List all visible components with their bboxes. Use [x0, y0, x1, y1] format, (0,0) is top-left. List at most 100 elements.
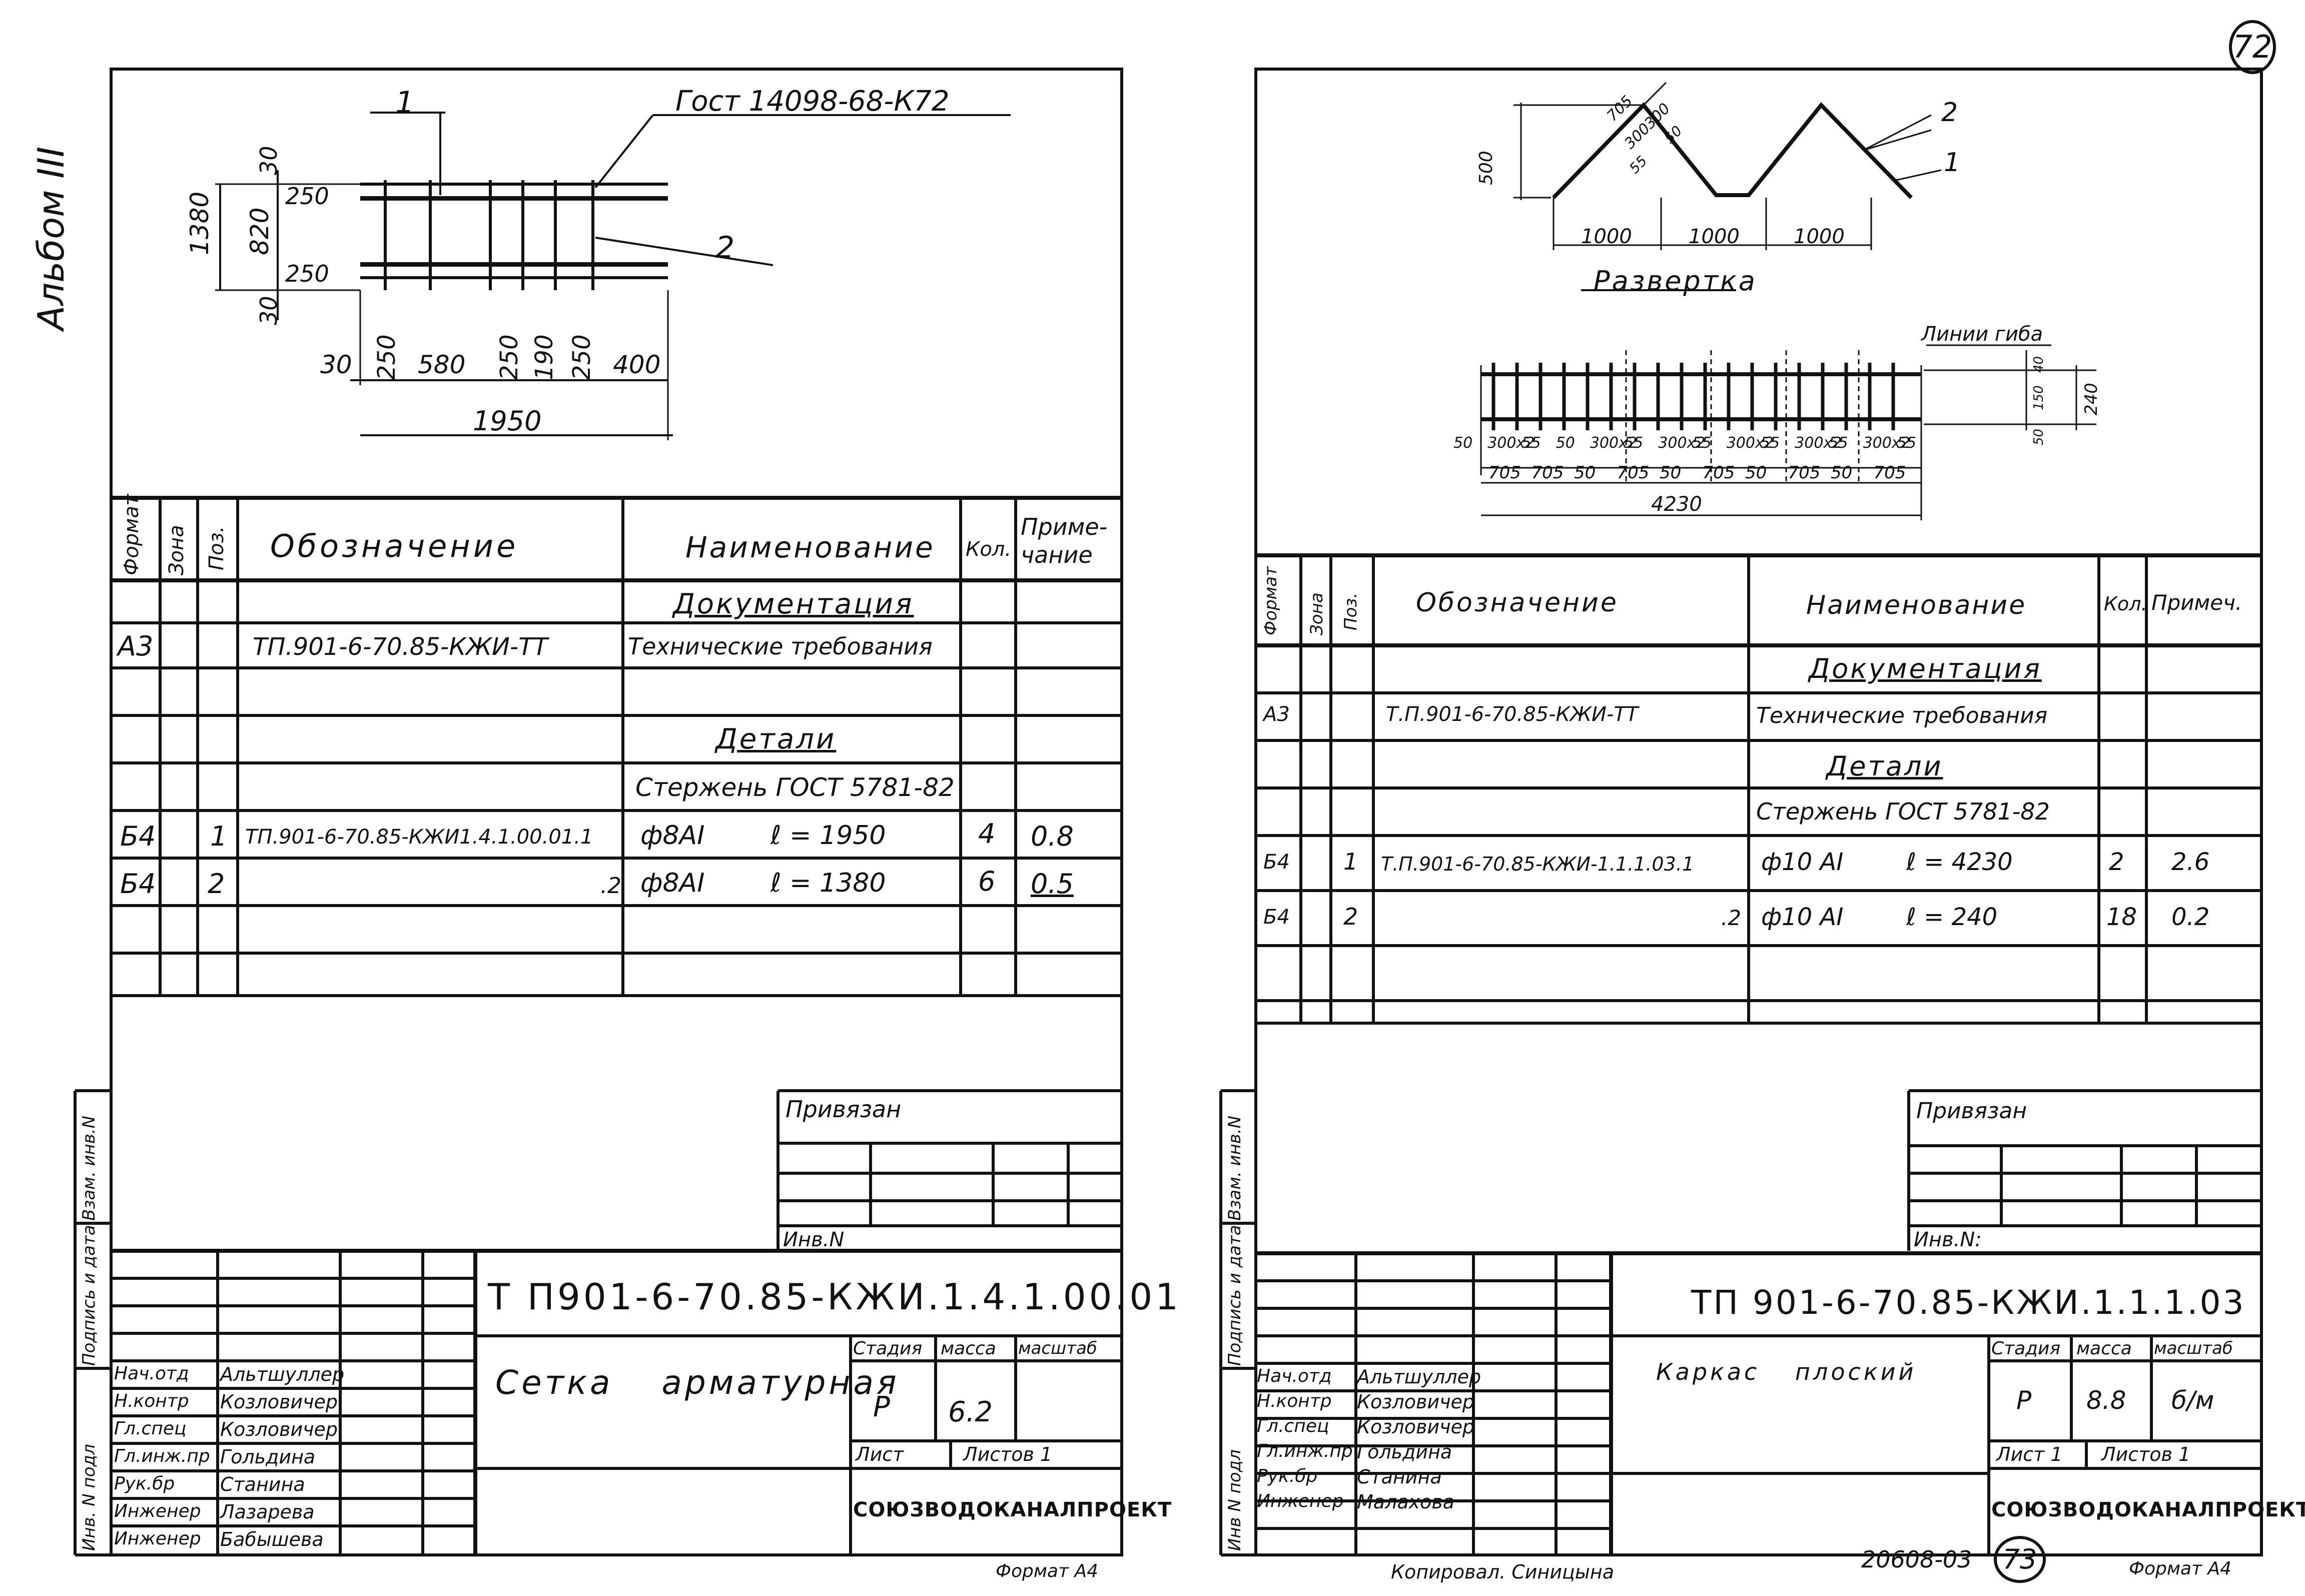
- r-mass-value: 8.8: [2086, 1386, 2126, 1415]
- r-title-text: Каркас плоский: [1656, 1358, 1917, 1385]
- r-staff-role: Гл.спец: [1257, 1416, 1329, 1436]
- dim-label: 705: [1488, 463, 1521, 483]
- r-staff-role: Инженер: [1257, 1491, 1344, 1511]
- row2-format: Б4: [120, 868, 156, 900]
- r-privyazan-label: Привязан: [1916, 1098, 2027, 1124]
- r-header-qty: Кол.: [2104, 593, 2147, 615]
- r-row1-designation: Т.П.901-6-70.85-КЖИ-1.1.1.03.1: [1381, 853, 1694, 875]
- staff-name: Лазарева: [220, 1501, 315, 1523]
- staff-name: Козловичер: [220, 1391, 338, 1413]
- r-section-parts: Детали: [1826, 750, 1943, 782]
- row1-pos: 1: [210, 821, 228, 852]
- r-row2-pos: 2: [1343, 903, 1358, 930]
- r-dim-side-40: 40: [2031, 356, 2046, 373]
- dim-250-top: 250: [285, 183, 329, 210]
- title-code: Т П901-6-70.85-КЖИ.1.4.1.00.01: [488, 1276, 1181, 1318]
- dim-label: 50: [1831, 463, 1853, 483]
- r-staff-name: Станина: [1357, 1466, 1442, 1488]
- header-designation: Обозначение: [270, 528, 519, 564]
- r-row-rod-name: Стержень ГОСТ 5781-82: [1756, 798, 2050, 825]
- r-side-label-vzam: Взам. инв.N: [1225, 1115, 1245, 1221]
- r-row-doc-designation: Т.П.901-6-70.85-КЖИ-ТТ: [1386, 703, 1639, 726]
- row2-pos: 2: [208, 868, 225, 900]
- dim-label: 300x2: [1487, 434, 1535, 452]
- r-mass-label: масса: [2076, 1338, 2132, 1359]
- r-sheets-label: Листов 1: [2101, 1443, 2191, 1465]
- r-org-name: СОЮЗВОДОКАНАЛПРОЕКТ: [1991, 1498, 2305, 1521]
- header-format: Формат: [120, 494, 143, 575]
- dim-label: 50: [1453, 434, 1473, 452]
- staff-name: Козловичер: [220, 1418, 338, 1440]
- r-row1-format: Б4: [1263, 851, 1290, 874]
- dim-label: 705: [1617, 463, 1650, 483]
- dim-label: 300x2: [1726, 434, 1774, 452]
- dim-label: 50: [1745, 463, 1767, 483]
- r-row2-qty: 18: [2106, 903, 2137, 931]
- razvertka-label: Развертка: [1594, 265, 1757, 297]
- r-callout-1: 1: [1944, 148, 1961, 178]
- staff-name: Станина: [220, 1473, 305, 1495]
- r-dim-1000a: 1000: [1581, 225, 1632, 248]
- dim-label: 705: [1531, 463, 1564, 483]
- dim-label: 705: [1873, 463, 1906, 483]
- staff-role: Рук.бр: [114, 1473, 175, 1494]
- r-stage-label: Стадия: [1991, 1338, 2061, 1359]
- dim-bottom-190: 190: [530, 334, 558, 380]
- r-header-format: Формат: [1261, 566, 1281, 635]
- r-staff-role: Н.контр: [1257, 1391, 1332, 1411]
- header-qty: Кол.: [966, 538, 1012, 561]
- staff-role: Н.контр: [114, 1391, 189, 1411]
- r-header-name: Наименование: [1806, 590, 2027, 620]
- r-row2-len: ℓ = 240: [1906, 903, 1998, 931]
- side-label-vzam: Взам. инв.N: [79, 1115, 99, 1221]
- stage-label: Стадия: [853, 1338, 923, 1359]
- dim-label: 50: [1660, 463, 1682, 483]
- dim-250-bot: 250: [285, 260, 329, 287]
- staff-name: Бабышева: [220, 1528, 324, 1550]
- doc-number: 20608-03: [1861, 1546, 1972, 1573]
- dim-label: 300x2: [1658, 434, 1706, 452]
- row1-qty: 4: [978, 818, 996, 850]
- staff-name: Альтшуллер: [220, 1363, 345, 1385]
- stage-value: Р: [873, 1391, 890, 1423]
- row-rod-name: Стержень ГОСТ 5781-82: [635, 773, 955, 802]
- mass-value: 6.2: [948, 1396, 993, 1428]
- r-inv-n-label: Инв.N:: [1914, 1228, 1982, 1251]
- header-name: Наименование: [685, 530, 935, 564]
- dim-total-1950: 1950: [473, 405, 542, 437]
- frame-zigzag-drawing: [1480, 82, 2096, 520]
- row-doc-format: А3: [118, 630, 154, 662]
- album-label: Альбом III: [30, 146, 72, 330]
- dim-bottom-250b: 250: [495, 334, 523, 380]
- privyazan-label: Привязан: [786, 1096, 902, 1123]
- staff-role: Нач.отд: [114, 1363, 189, 1384]
- r-staff-role: Рук.бр: [1257, 1466, 1318, 1486]
- r-side-label-inv: Инв N подл: [1225, 1449, 1245, 1551]
- r-dim-1000c: 1000: [1794, 225, 1845, 248]
- dim-label: 55: [1521, 434, 1541, 452]
- dim-label: 300x2: [1590, 434, 1637, 452]
- r-header-designation: Обозначение: [1416, 588, 1619, 618]
- r-sheet-label: Лист 1: [1996, 1443, 2063, 1465]
- header-pos: Поз.: [205, 526, 228, 570]
- dim-label: 300x2: [1795, 434, 1842, 452]
- r-row1-len: ℓ = 4230: [1906, 848, 2013, 876]
- row1-name: ф8АI: [640, 821, 705, 851]
- row2-designation: .2: [600, 873, 621, 899]
- r-header-zone: Зона: [1307, 592, 1327, 635]
- sheet-label: Лист: [856, 1443, 904, 1465]
- side-label-inv: Инв. N подл: [79, 1444, 99, 1551]
- dim-label: 50: [1574, 463, 1596, 483]
- r-scale-label: масштаб: [2154, 1338, 2233, 1358]
- org-name: СОЮЗВОДОКАНАЛПРОЕКТ: [853, 1498, 1172, 1521]
- row-doc-designation: ТП.901-6-70.85-КЖИ-ТТ: [253, 633, 548, 661]
- r-row-doc-name: Технические требования: [1756, 703, 2048, 728]
- staff-role: Инженер: [114, 1528, 201, 1549]
- r-title-code: ТП 901-6-70.85-КЖИ.1.1.1.03: [1691, 1283, 2246, 1322]
- row2-name: ф8АI: [640, 868, 705, 898]
- inv-n-label: Инв.N: [783, 1228, 845, 1251]
- r-staff-name: Козловичер: [1357, 1391, 1475, 1413]
- corner-sheet-number: 72: [2229, 20, 2276, 74]
- header-zone: Зона: [165, 525, 188, 575]
